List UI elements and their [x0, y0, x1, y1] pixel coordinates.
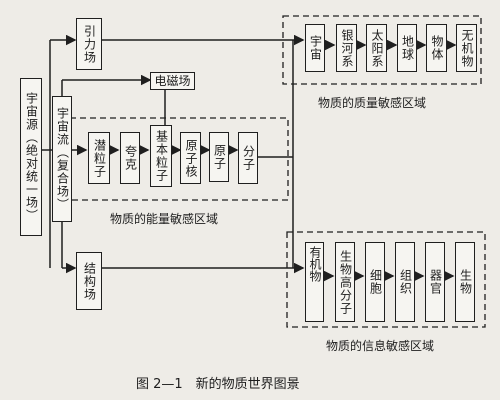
mass-item-universe: 宇宙	[305, 24, 325, 72]
info-item-organic: 有机物	[305, 242, 324, 322]
universe-flow-box: 宇宙流（复合场）	[52, 96, 72, 222]
mass-item-galaxy: 银河系	[336, 24, 357, 72]
em-field-box: 电磁场	[150, 72, 195, 90]
info-region-label: 物质的信息敏感区域	[326, 339, 435, 353]
figure-caption: 图 2—1 新的物质世界图景	[136, 377, 300, 392]
mass-region-label: 物质的质量敏感区域	[318, 96, 427, 110]
energy-item-molecule: 分子	[238, 132, 258, 184]
info-region-frame	[286, 231, 486, 328]
mass-item-solar-system: 太阳系	[366, 24, 387, 72]
mass-item-earth: 地球	[397, 24, 417, 72]
energy-item-atom: 原子	[209, 132, 229, 182]
energy-item-nucleus: 原子核	[180, 132, 201, 184]
info-item-tissue: 组织	[395, 242, 415, 322]
mass-item-object: 物体	[426, 24, 447, 72]
energy-item-elementary-particle: 基本粒子	[150, 125, 172, 187]
gravity-field-box: 引力场	[76, 18, 102, 70]
info-item-cell: 细胞	[365, 242, 385, 322]
energy-region-label: 物质的能量敏感区域	[110, 212, 219, 226]
info-item-life: 生物	[455, 242, 475, 322]
info-item-organic-label: 有机物	[308, 246, 322, 282]
universe-source-box: 宇宙源（绝对统一场）	[20, 78, 42, 236]
energy-item-subparticle: 潜粒子	[88, 132, 110, 184]
mass-item-inorganic: 无机物	[456, 24, 477, 72]
mass-region-frame	[282, 15, 482, 85]
energy-item-quark: 夸克	[120, 132, 140, 184]
structure-field-box: 结构场	[76, 252, 102, 310]
info-item-organ: 器官	[425, 242, 445, 322]
info-item-biomacromolecule: 生物高分子	[335, 242, 355, 322]
